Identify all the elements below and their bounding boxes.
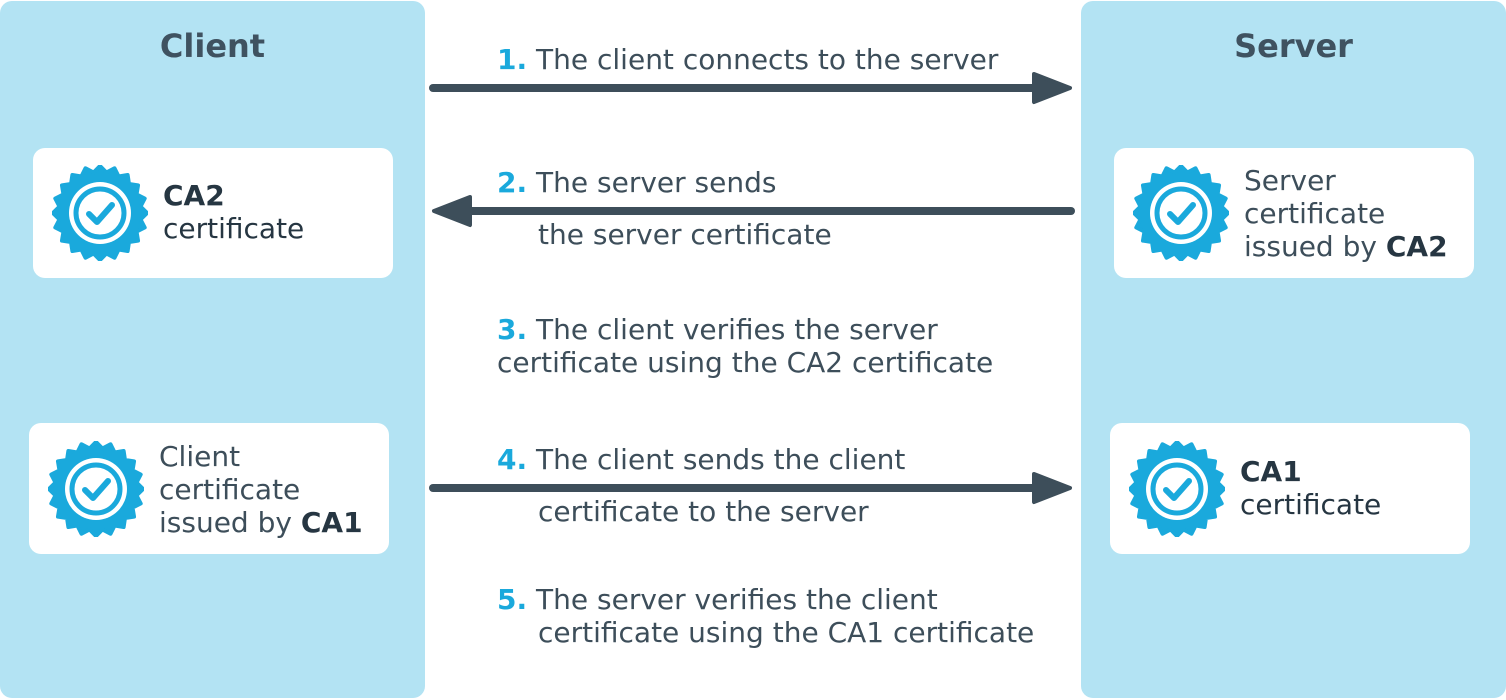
client-ca-subtitle: certificate — [163, 212, 305, 245]
step-2-text-line1: The server sends — [536, 166, 777, 199]
arrow-client-to-server-connect — [429, 72, 1072, 104]
step-1-text: The client connects to the server — [536, 43, 999, 76]
arrow-client-to-server-certificate — [429, 472, 1072, 504]
client-title: Client — [159, 27, 266, 65]
client-cert-issuer: CA1 — [300, 506, 363, 539]
server-ca-subtitle: certificate — [1240, 488, 1382, 521]
step-2: 2. The server sends — [497, 166, 776, 199]
step-5-number: 5. — [497, 583, 528, 616]
arrow-server-to-client-certificate — [432, 195, 1075, 227]
server-title: Server — [1234, 27, 1353, 65]
client-ca-label: CA2 — [163, 179, 225, 212]
step-4-continued: certificate to the server — [538, 495, 869, 528]
step-5-text-line1: The server verifies the client — [536, 583, 938, 616]
step-5: 5. The server verifies the client — [497, 583, 938, 616]
server-ca-label: CA1 — [1240, 455, 1302, 488]
client-cert-line3-prefix: issued by — [159, 506, 301, 539]
server-cert-line3-prefix: issued by — [1244, 230, 1386, 263]
client-cert-line2: certificate — [159, 473, 301, 506]
server-cert-line2: certificate — [1244, 197, 1386, 230]
server-cert-line1: Server — [1244, 164, 1336, 197]
step-4-number: 4. — [497, 443, 528, 476]
certificate-badge-icon — [48, 441, 144, 537]
certificate-badge-icon — [1129, 441, 1225, 537]
client-ca2-card: CA2 certificate — [33, 148, 393, 278]
step-4-text-line1: The client sends the client — [536, 443, 906, 476]
certificate-badge-icon — [1133, 165, 1229, 261]
step-4: 4. The client sends the client — [497, 443, 905, 476]
step-3-text-line1: The client verifies the server — [536, 313, 938, 346]
server-panel: Server Server certificate issued by CA2 … — [1081, 1, 1506, 698]
step-3: 3. The client verifies the server certif… — [497, 313, 993, 379]
server-certificate-card: Server certificate issued by CA2 — [1114, 148, 1474, 278]
step-3-number: 3. — [497, 313, 528, 346]
client-cert-line1: Client — [159, 440, 241, 473]
step-2-continued: the server certificate — [538, 218, 832, 251]
server-ca1-card: CA1 certificate — [1110, 423, 1470, 554]
step-2-text-line2: the server certificate — [538, 218, 832, 251]
step-4-text-line2: certificate to the server — [538, 495, 869, 528]
certificate-badge-icon — [52, 165, 148, 261]
step-1-number: 1. — [497, 43, 528, 76]
step-3-text-line2: certificate using the CA2 certificate — [497, 346, 994, 379]
client-certificate-card: Client certificate issued by CA1 — [29, 423, 389, 554]
client-panel: Client CA2 certificate Client certificat… — [0, 1, 425, 698]
step-5-continued: certificate using the CA1 certificate — [538, 616, 1034, 649]
server-cert-issuer: CA2 — [1385, 230, 1448, 263]
step-2-number: 2. — [497, 166, 528, 199]
step-1: 1. The client connects to the server — [497, 43, 998, 76]
step-5-text-line2: certificate using the CA1 certificate — [538, 616, 1035, 649]
